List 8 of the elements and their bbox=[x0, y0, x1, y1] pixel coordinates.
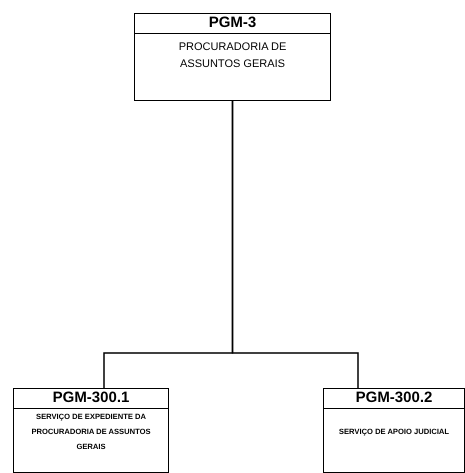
org-unit-box bbox=[323, 388, 465, 473]
org-unit-box bbox=[13, 388, 169, 473]
unit-code: PGM-3 bbox=[208, 14, 256, 31]
org-unit-box bbox=[134, 13, 331, 101]
unit-code: PGM-300.2 bbox=[356, 389, 432, 406]
connector-line bbox=[232, 101, 359, 388]
unit-name: PROCURADORIA DE ASSUNTOS GERAIS bbox=[178, 40, 288, 72]
unit-code: PGM-300.1 bbox=[52, 389, 130, 406]
